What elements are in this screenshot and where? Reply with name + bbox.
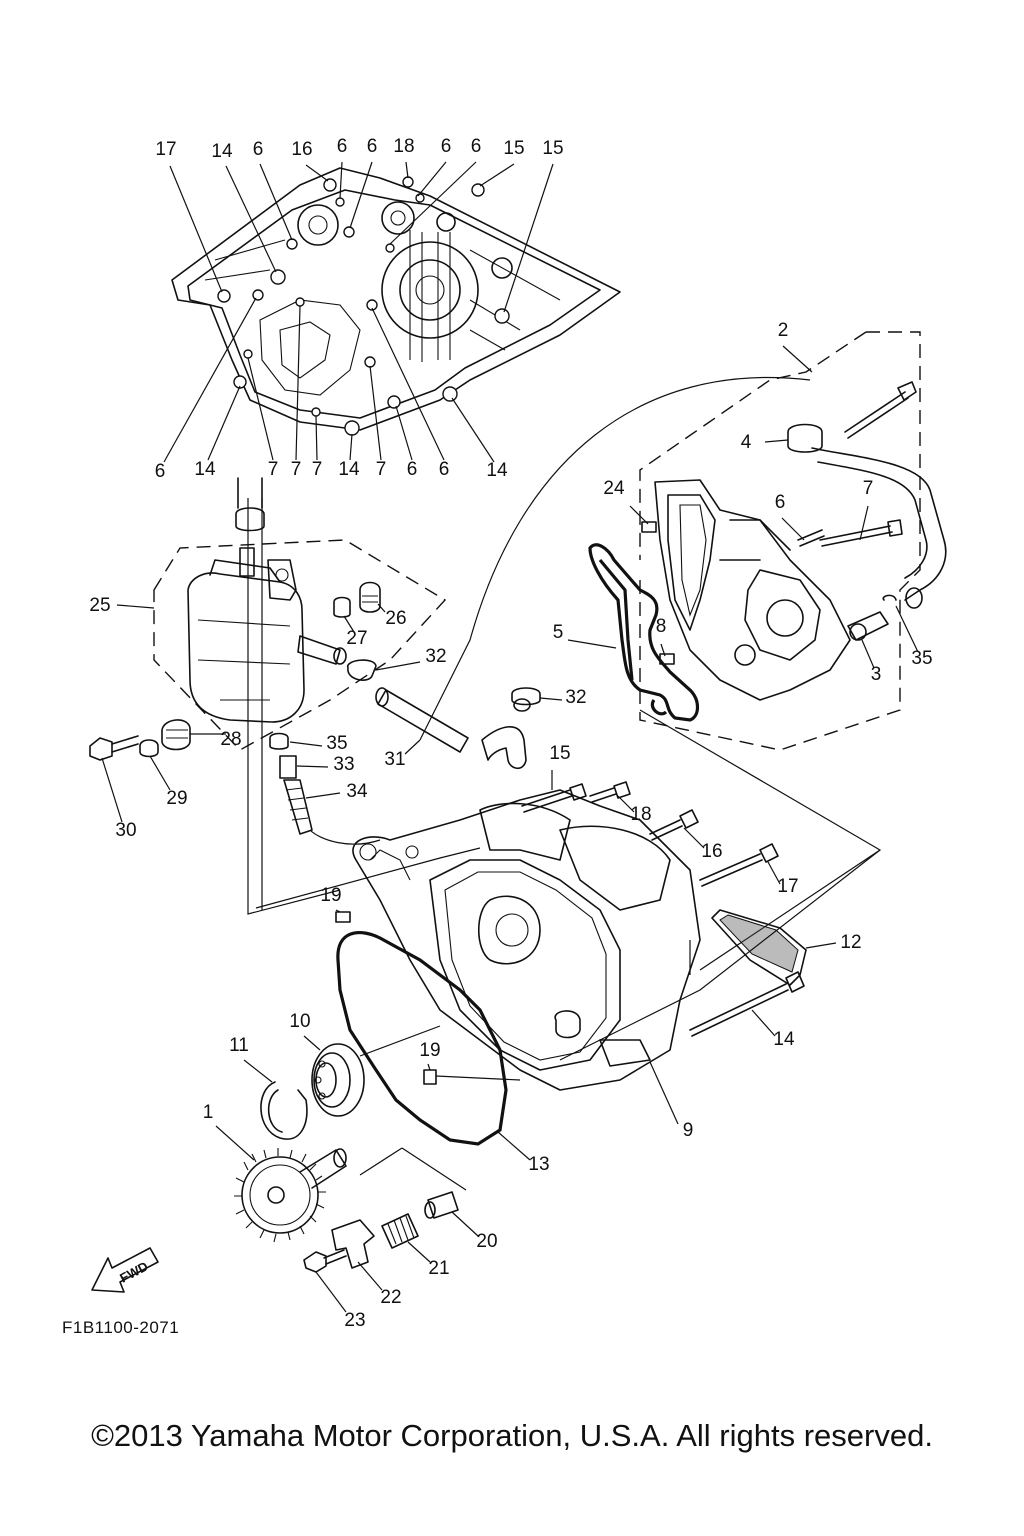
callout-25: 25 [89,595,110,616]
callout-32: 32 [425,646,446,667]
callout-2: 2 [778,320,789,341]
callout-6: 6 [337,136,348,157]
callout-7: 7 [312,459,323,480]
callout-19: 19 [320,885,341,906]
forward-arrow-icon: FWD [91,1247,159,1293]
callout-21: 21 [428,1258,449,1279]
callout-7: 7 [291,459,302,480]
relief-valve-parts [303,1147,479,1313]
callout-35: 35 [911,648,932,669]
callout-14: 14 [486,460,508,481]
callout-30: 30 [115,820,136,841]
crankcase-bolt-holes [217,176,510,436]
figure-code: F1B1100-2071 [62,1318,180,1337]
callout-6: 6 [775,492,786,513]
callout-1: 1 [203,1102,214,1123]
callout-12: 12 [840,932,861,953]
crankcase-inner-view [163,161,621,463]
callout-5: 5 [553,622,564,643]
assembly-pointer-lines [255,847,881,1061]
callout-6: 6 [471,136,482,157]
oil-pump-assembly [419,331,947,971]
callout-31: 31 [384,749,405,770]
crankcase-leader-lines [163,161,554,463]
callout-9: 9 [683,1120,694,1141]
pump-drive-gear [215,1125,347,1243]
callout-16: 16 [291,139,312,160]
bearing-and-circlip [243,1025,441,1140]
callout-15: 15 [549,743,570,764]
callout-15: 15 [542,138,563,159]
callout-35: 35 [326,733,347,754]
callout-6: 6 [155,461,166,482]
callout-16: 16 [701,841,722,862]
callout-10: 10 [289,1011,310,1032]
callout-23: 23 [344,1310,365,1331]
crankcase-cover [352,789,701,1125]
callout-17: 17 [777,876,798,897]
callout-22: 22 [380,1287,401,1308]
callout-27: 27 [346,628,367,649]
callout-18: 18 [393,136,414,157]
callout-11: 11 [229,1035,249,1056]
callout-17: 17 [155,139,176,160]
copyright-notice: ©2013 Yamaha Motor Corporation, U.S.A. A… [91,1418,933,1453]
callout-14: 14 [338,459,360,480]
cover-bolts [335,770,805,1085]
callout-14: 14 [211,141,233,162]
callout-28: 28 [220,729,241,750]
callout-3: 3 [871,664,882,685]
callout-6: 6 [439,459,450,480]
callout-29: 29 [166,788,187,809]
callout-33: 33 [333,754,354,775]
callout-7: 7 [268,459,279,480]
breather-assembly [89,477,563,915]
callout-6: 6 [253,139,264,160]
callout-19: 19 [419,1040,440,1061]
callout-26: 26 [385,608,406,629]
callout-7: 7 [863,478,874,499]
callout-24: 24 [603,478,625,499]
callout-6: 6 [367,136,378,157]
callout-8: 8 [656,616,667,637]
callout-6: 6 [407,459,418,480]
callout-13: 13 [528,1154,549,1175]
callout-14: 14 [773,1029,795,1050]
callout-15: 15 [503,138,524,159]
callout-14: 14 [194,459,216,480]
callout-7: 7 [376,459,387,480]
callout-20: 20 [476,1231,497,1252]
callout-18: 18 [630,804,651,825]
callout-4: 4 [741,432,752,453]
callout-34: 34 [346,781,368,802]
cover-gasket [336,930,531,1161]
callout-6: 6 [441,136,452,157]
callout-32: 32 [565,687,586,708]
